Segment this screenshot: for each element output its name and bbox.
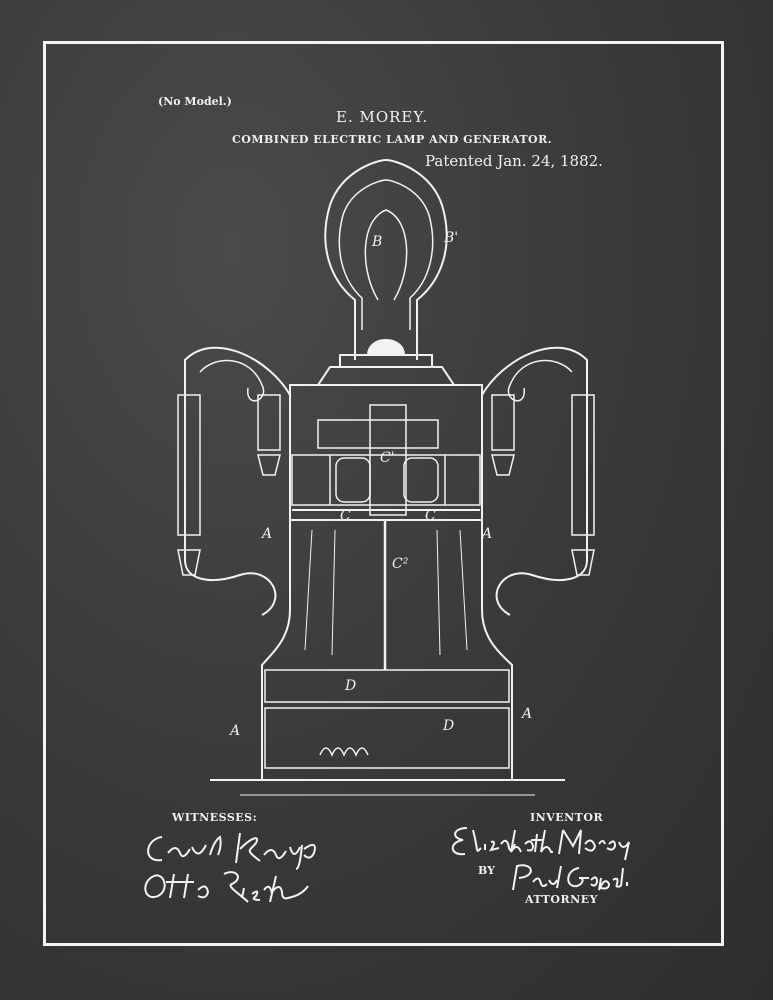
- commutator: [317, 419, 439, 449]
- by-label: BY: [478, 864, 495, 877]
- label-b: B: [371, 234, 382, 250]
- inventor-name-heading: E. MOREY.: [336, 108, 429, 126]
- inventor-signature: [451, 827, 630, 861]
- witnesses-label: WITNESSES:: [172, 811, 258, 824]
- lamp-collar: [339, 354, 433, 368]
- label-a-upper-right: A: [480, 526, 492, 542]
- left-bulb-tip: [177, 549, 201, 576]
- no-model-note: (No Model.): [158, 95, 232, 108]
- lamp-cap: [316, 366, 456, 386]
- bulb-inner: [338, 179, 434, 330]
- bell-body: [261, 520, 513, 781]
- left-lamp-holder: [177, 394, 201, 536]
- label-c-right: C: [425, 508, 436, 524]
- label-d-lower: D: [442, 718, 454, 734]
- label-b-prime: B': [443, 230, 458, 246]
- label-c1: C': [380, 450, 395, 466]
- bulb-socket: [366, 339, 406, 356]
- patent-title: COMBINED ELECTRIC LAMP AND GENERATOR.: [232, 133, 553, 146]
- label-a-lower-right: A: [520, 706, 532, 722]
- gear-chamber: [264, 669, 510, 703]
- label-a-upper-left: A: [260, 526, 272, 542]
- filament: [364, 209, 408, 301]
- spring-coil: [319, 747, 369, 757]
- right-lamp-holder: [571, 394, 595, 536]
- bulb-outline: [324, 158, 448, 360]
- attorney-signature: [512, 864, 628, 891]
- armature-left: [335, 457, 371, 503]
- armature-right: [403, 457, 439, 503]
- attorney-label: ATTORNEY: [525, 893, 598, 906]
- patent-date: Patented Jan. 24, 1882.: [425, 152, 603, 170]
- border-frame: [43, 41, 724, 946]
- lower-chamber: [264, 707, 510, 769]
- magnet-band: [291, 454, 481, 506]
- witness-signature-2: [144, 871, 309, 903]
- label-d-upper: D: [344, 678, 356, 694]
- central-block: [369, 404, 407, 516]
- label-c-left: C: [340, 508, 351, 524]
- witness-signature-1: [147, 832, 316, 870]
- label-a-lower-left: A: [228, 723, 240, 739]
- label-c2: C²: [392, 556, 409, 572]
- right-bulb-tip: [571, 549, 595, 576]
- inventor-label: INVENTOR: [530, 811, 604, 824]
